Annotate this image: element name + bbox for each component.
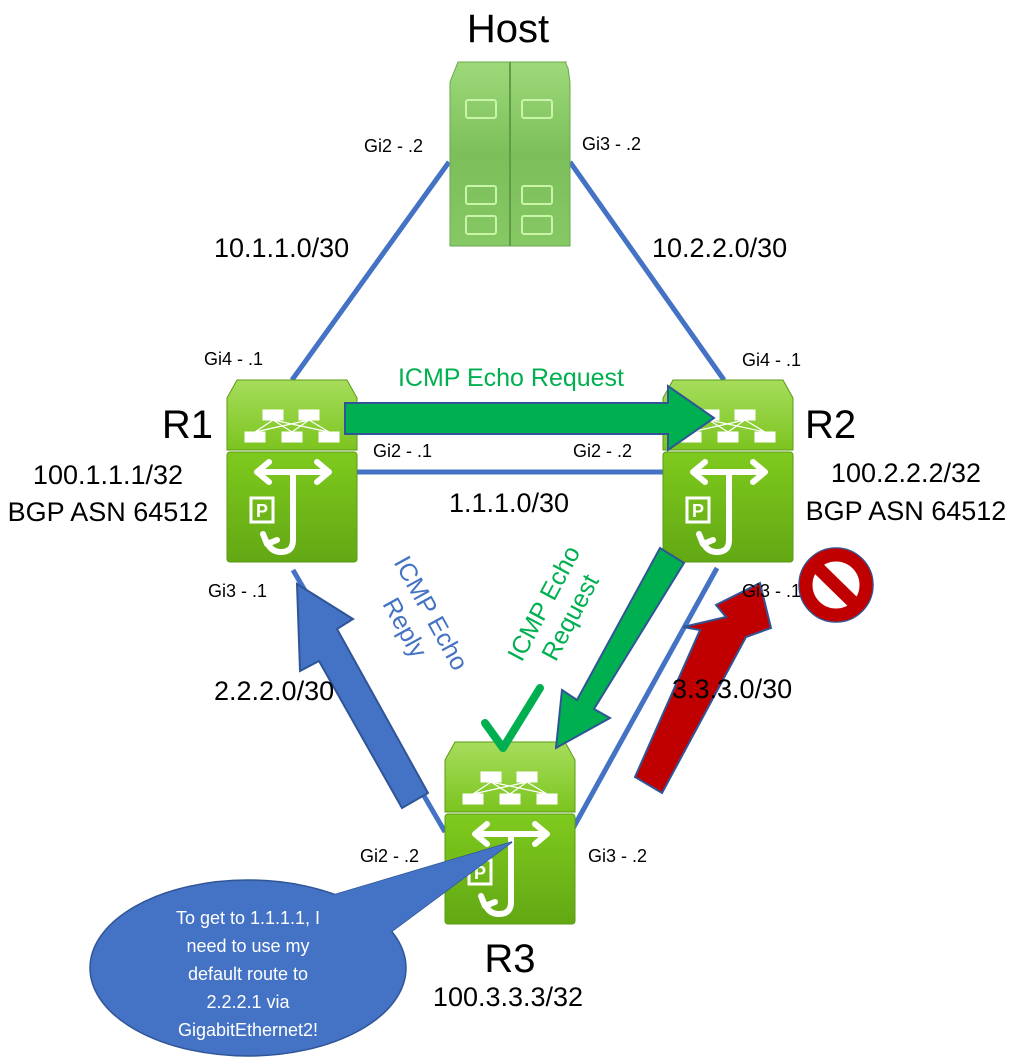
r1-to-r2-flow-label: ICMP Echo Request	[398, 364, 624, 392]
prohibited-icon	[798, 547, 874, 623]
r2-asn: BGP ASN 64512	[806, 496, 1007, 526]
callout-line-1: To get to 1.1.1.1, I	[176, 908, 320, 928]
r2-to-r3-request-arrow	[554, 546, 686, 750]
link-host-r1	[289, 160, 452, 382]
r3-router-icon[interactable]	[445, 742, 575, 924]
subnet-host-r1: 10.1.1.0/30	[214, 233, 349, 263]
subnet-r1-r2: 1.1.1.0/30	[449, 488, 569, 518]
r2-gi3-label: Gi3 - .1	[742, 581, 801, 601]
r1-gi2-label: Gi2 - .1	[373, 441, 432, 461]
host-server-icon[interactable]	[449, 61, 571, 247]
subnet-host-r2: 10.2.2.0/30	[652, 233, 787, 263]
link-r2-r3	[568, 566, 720, 834]
r2-loopback: 100.2.2.2/32	[831, 458, 981, 488]
callout-line-4: 2.2.2.1 via	[206, 992, 290, 1012]
r3-to-r2-blocked-arrow	[633, 581, 773, 795]
callout-bubble	[89, 841, 513, 1057]
callout-line-2: need to use my	[186, 936, 309, 956]
r3-gi2-label: Gi2 - .2	[360, 846, 419, 866]
checkmark-icon	[481, 684, 544, 752]
r1-gi3-label: Gi3 - .1	[208, 581, 267, 601]
host-label: Host	[467, 7, 549, 51]
callout-line-3: default route to	[188, 964, 308, 984]
host-gi3-label: Gi3 - .2	[582, 134, 641, 154]
callout-line-5: GigabitEthernet2!	[178, 1020, 318, 1040]
r1-asn: BGP ASN 64512	[8, 497, 209, 527]
r3-to-r1-reply-arrow	[295, 582, 430, 810]
subnet-r2-r3: 3.3.3.0/30	[672, 674, 792, 704]
link-host-r2	[567, 160, 727, 382]
host-gi2-label: Gi2 - .2	[364, 136, 423, 156]
subnet-r1-r3: 2.2.2.0/30	[214, 676, 334, 706]
r1-loopback: 100.1.1.1/32	[33, 460, 183, 490]
r2-gi4-label: Gi4 - .1	[742, 350, 801, 370]
r1-name: R1	[162, 403, 213, 447]
r2-name: R2	[805, 403, 856, 447]
r2-gi2-label: Gi2 - .2	[573, 441, 632, 461]
r3-gi3-label: Gi3 - .2	[588, 846, 647, 866]
r1-router-icon[interactable]	[227, 380, 357, 562]
r1-gi4-label: Gi4 - .1	[204, 349, 263, 369]
r3-name: R3	[484, 937, 535, 981]
r1-to-r2-request-arrow	[344, 384, 716, 452]
r3-loopback: 100.3.3.3/32	[433, 982, 583, 1012]
